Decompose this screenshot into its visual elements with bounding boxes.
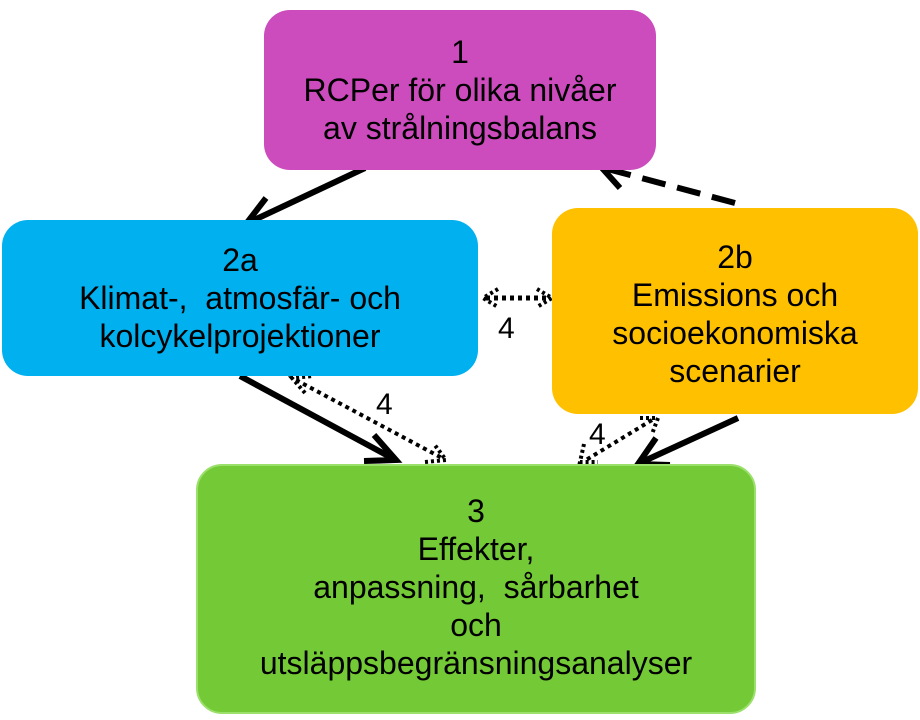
node-2b-line: Emissions och xyxy=(631,277,839,313)
node-3-line: utsläppsbegränsningsanalyser xyxy=(259,645,693,681)
node-3-line: Effekter, xyxy=(417,531,535,567)
edge-2a-to-3 xyxy=(238,373,403,464)
node-3-line: och xyxy=(450,607,502,643)
edge-label-2a-2b: 4 xyxy=(498,312,515,345)
edge-2a-2b-bidirectional xyxy=(479,287,556,309)
node-2b-line: 2b xyxy=(717,239,753,275)
node-3-line: anpassning, sårbarhet xyxy=(313,569,639,605)
node-2a-line: 2a xyxy=(222,242,258,278)
edge-2b-to-3 xyxy=(632,415,740,468)
node-2b-emission-scenarios: 2b Emissions och socioekonomiska scenari… xyxy=(552,208,918,414)
node-1-line: av strålningsbalans xyxy=(323,110,597,146)
node-2b-line: scenarier xyxy=(669,353,801,389)
node-2b-line: socioekonomiska xyxy=(612,315,858,351)
edge-label-2a-3: 4 xyxy=(376,388,393,421)
node-2a-line: kolcykelprojektioner xyxy=(99,318,381,354)
edge-2b-3-bidirectional xyxy=(577,416,661,464)
node-1-line: RCPer för olika nivåer xyxy=(303,72,617,108)
edge-2a-3-bidirectional xyxy=(287,374,450,464)
edge-label-2b-3: 4 xyxy=(589,418,606,451)
node-1-line: 1 xyxy=(451,34,469,70)
node-1-rcp: 1 RCPer för olika nivåer av strålningsba… xyxy=(264,10,656,170)
node-2a-climate-projections: 2a Klimat-, atmosfär- och kolcykelprojek… xyxy=(2,220,478,376)
edge-1-to-2a xyxy=(240,165,367,229)
node-3-line: 3 xyxy=(467,493,485,529)
node-3-impacts-analysis: 3 Effekter, anpassning, sårbarhet och ut… xyxy=(196,464,756,714)
node-2a-line: Klimat-, atmosfär- och xyxy=(79,280,401,316)
